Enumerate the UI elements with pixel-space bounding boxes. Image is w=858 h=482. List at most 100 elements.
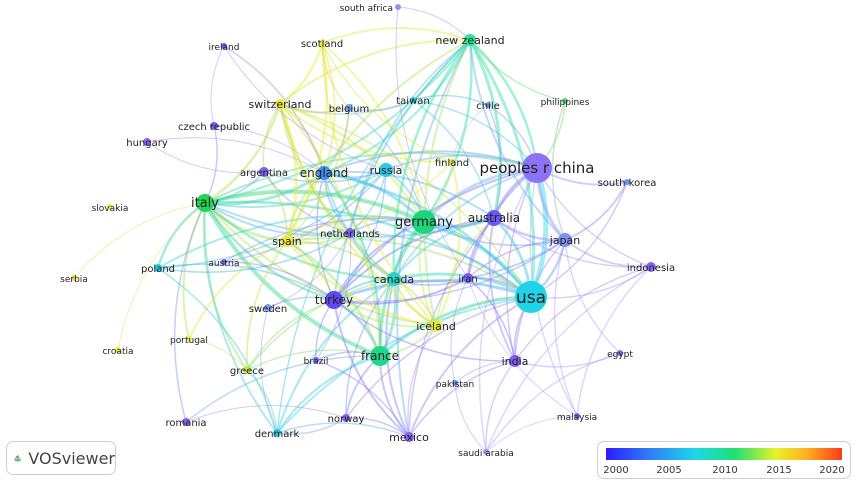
node-australia[interactable] (486, 210, 502, 226)
node-label-romania[interactable]: romania (165, 418, 206, 429)
node-label-mexico[interactable]: mexico (389, 431, 429, 444)
node-india[interactable] (509, 355, 521, 367)
node-label-canada[interactable]: canada (374, 273, 414, 286)
node-label-netherlands[interactable]: netherlands (320, 229, 380, 240)
node-spain[interactable] (281, 235, 293, 247)
node-indonesia[interactable] (646, 262, 656, 272)
node-austria[interactable] (221, 259, 227, 265)
node-south-africa[interactable] (395, 4, 401, 10)
node-label-south-korea[interactable]: south korea (598, 178, 657, 189)
node-label-ireland[interactable]: ireland (209, 43, 240, 53)
node-label-finland[interactable]: finland (435, 158, 469, 169)
node-turkey[interactable] (325, 291, 343, 309)
node-label-turkey[interactable]: turkey (315, 293, 353, 307)
node-label-argentina[interactable]: argentina (240, 168, 288, 179)
node-label-philippines[interactable]: philippines (541, 98, 590, 108)
node-label-serbia[interactable]: serbia (60, 275, 88, 285)
node-philippines[interactable] (562, 98, 568, 104)
node-argentina[interactable] (259, 167, 269, 177)
link-usa-netherlands (349, 232, 532, 298)
node-russia[interactable] (379, 163, 393, 177)
node-iran[interactable] (463, 273, 473, 283)
node-taiwan[interactable] (410, 97, 416, 103)
node-label-taiwan[interactable]: taiwan (396, 96, 429, 107)
node-label-england[interactable]: england (300, 166, 349, 180)
node-label-malaysia[interactable]: malaysia (557, 413, 597, 423)
node-label-usa[interactable]: usa (516, 288, 546, 308)
node-label-south-africa[interactable]: south africa (340, 4, 393, 14)
node-hungary[interactable] (143, 138, 151, 146)
node-malaysia[interactable] (574, 413, 580, 419)
node-pakistan[interactable] (452, 380, 458, 386)
node-label-indonesia[interactable]: indonesia (627, 263, 675, 274)
node-label-australia[interactable]: australia (468, 211, 520, 225)
node-label-spain[interactable]: spain (272, 235, 302, 248)
node-canada[interactable] (387, 272, 401, 286)
node-label-germany[interactable]: germany (395, 215, 453, 230)
node-mexico[interactable] (404, 432, 414, 442)
node-label-india[interactable]: india (502, 355, 529, 368)
node-label-scotland[interactable]: scotland (301, 39, 343, 50)
node-denmark[interactable] (273, 429, 281, 437)
node-label-croatia[interactable]: croatia (102, 347, 133, 357)
node-netherlands[interactable] (345, 228, 355, 238)
node-south-korea[interactable] (624, 179, 630, 185)
node-norway[interactable] (342, 414, 350, 422)
node-iceland[interactable] (430, 320, 442, 332)
node-label-chile[interactable]: chile (476, 101, 500, 112)
node-serbia[interactable] (71, 275, 77, 281)
node-label-peoples-r-china[interactable]: peoples r china (480, 159, 595, 177)
node-label-norway[interactable]: norway (328, 414, 365, 425)
node-belgium[interactable] (345, 104, 353, 112)
node-label-new-zealand[interactable]: new zealand (435, 34, 504, 47)
link-spain-switzerland (278, 102, 298, 243)
node-label-poland[interactable]: poland (141, 264, 175, 275)
node-portugal[interactable] (186, 336, 192, 342)
node-label-italy[interactable]: italy (191, 196, 219, 211)
node-label-austria[interactable]: austria (208, 259, 239, 269)
node-poland[interactable] (154, 264, 162, 272)
node-slovakia[interactable] (107, 204, 113, 210)
node-label-belgium[interactable]: belgium (329, 104, 369, 115)
node-egypt[interactable] (617, 350, 623, 356)
node-brazil[interactable] (313, 357, 319, 363)
node-label-portugal[interactable]: portugal (170, 336, 208, 346)
node-label-sweden[interactable]: sweden (249, 304, 287, 315)
node-label-iran[interactable]: iran (458, 274, 477, 285)
node-switzerland[interactable] (275, 99, 285, 109)
node-label-saudi-arabia[interactable]: saudi arabia (458, 449, 513, 459)
node-finland[interactable] (449, 159, 455, 165)
node-label-pakistan[interactable]: pakistan (436, 380, 474, 390)
node-label-brazil[interactable]: brazil (304, 357, 329, 367)
node-saudi-arabia[interactable] (483, 449, 489, 455)
node-label-greece[interactable]: greece (230, 366, 264, 377)
node-ireland[interactable] (221, 43, 227, 49)
node-japan[interactable] (558, 233, 572, 247)
node-label-switzerland[interactable]: switzerland (249, 98, 312, 111)
node-italy[interactable] (196, 194, 214, 212)
node-england[interactable] (317, 166, 331, 180)
node-sweden[interactable] (264, 304, 272, 312)
node-romania[interactable] (182, 418, 190, 426)
node-czech-republic[interactable] (210, 122, 218, 130)
node-peoples-r-china[interactable] (522, 153, 552, 183)
node-france[interactable] (370, 346, 390, 366)
node-germany[interactable] (412, 210, 436, 234)
node-usa[interactable] (515, 281, 547, 313)
node-label-czech-republic[interactable]: czech republic (178, 122, 250, 133)
node-chile[interactable] (485, 102, 491, 108)
node-label-slovakia[interactable]: slovakia (92, 204, 129, 214)
node-scotland[interactable] (319, 40, 325, 46)
node-label-denmark[interactable]: denmark (255, 429, 300, 440)
node-new-zealand[interactable] (464, 34, 476, 46)
node-label-france[interactable]: france (361, 349, 399, 363)
node-label-egypt[interactable]: egypt (607, 350, 633, 360)
node-label-iceland[interactable]: iceland (416, 320, 456, 333)
node-greece[interactable] (243, 366, 251, 374)
node-label-hungary[interactable]: hungary (126, 138, 168, 149)
link-england-scotland (321, 42, 336, 174)
node-label-japan[interactable]: japan (549, 234, 581, 247)
node-croatia[interactable] (115, 347, 121, 353)
node-label-russia[interactable]: russia (370, 164, 403, 177)
